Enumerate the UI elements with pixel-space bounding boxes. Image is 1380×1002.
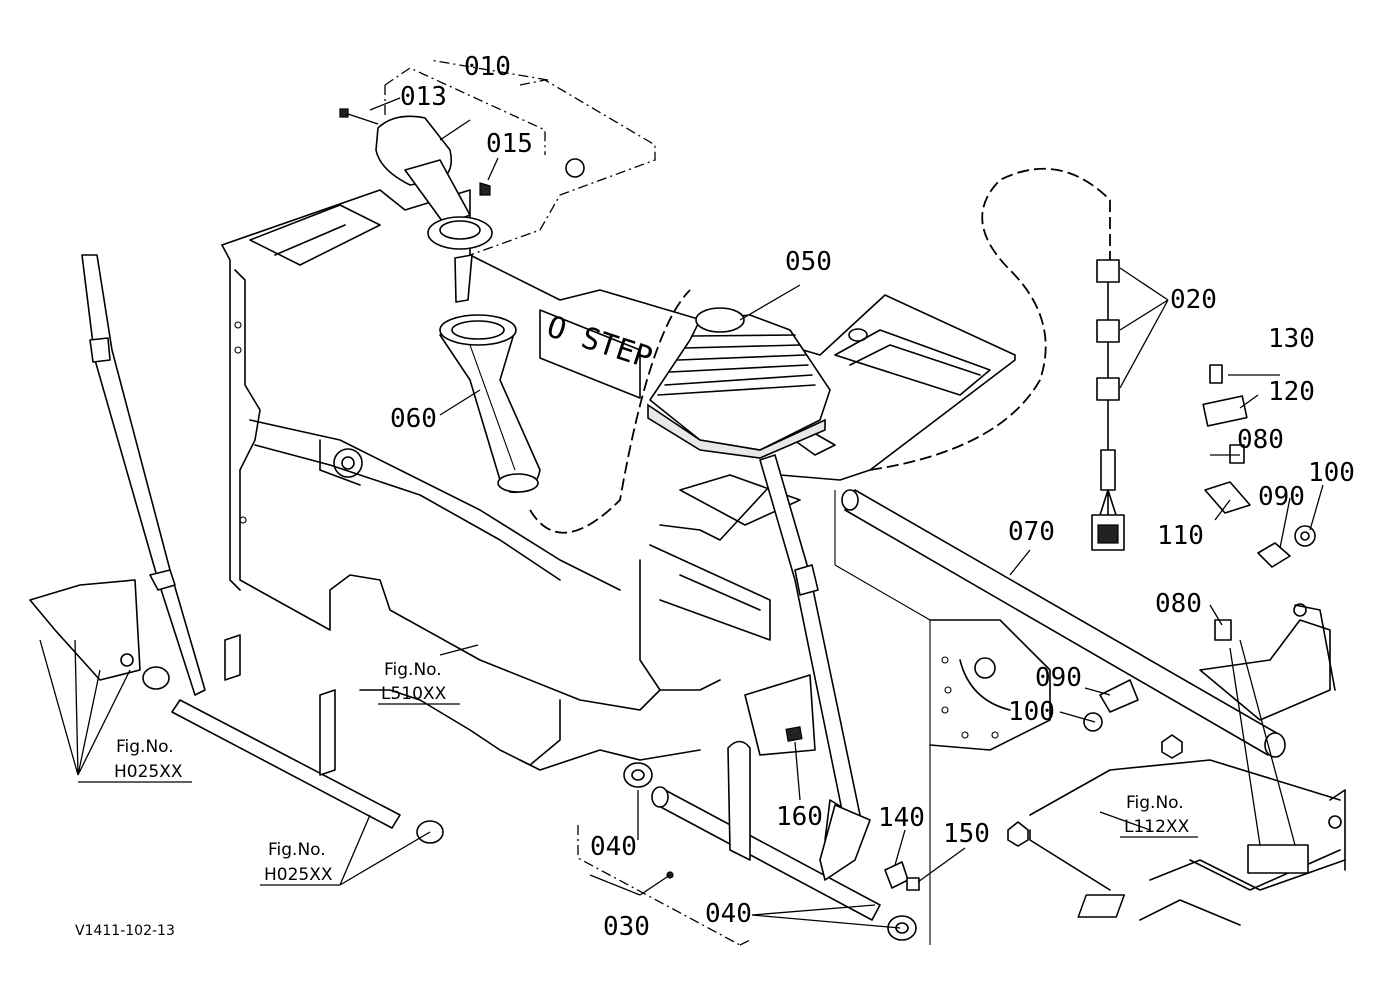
callout-070: 070 xyxy=(1008,517,1055,547)
callout-020: 020 xyxy=(1170,285,1217,315)
callout-013: 013 xyxy=(400,82,447,112)
part-020-wire-harness xyxy=(869,167,1125,551)
fig-ref-l510: Fig.No. L510XX xyxy=(378,660,460,705)
cable-shift-boot xyxy=(529,289,691,534)
switch-bracket-parts xyxy=(1083,364,1316,732)
drawing-number: V1411-102-13 xyxy=(75,923,175,939)
callout-090-lower: 090 xyxy=(1035,663,1082,693)
callout-080-upper: 080 xyxy=(1237,425,1284,455)
fig-ref-l510-label: Fig.No. xyxy=(384,660,442,680)
fig-ref-h025-bottom: Fig.No. H025XX xyxy=(260,840,340,886)
callout-010: 010 xyxy=(464,52,511,82)
leader-lines xyxy=(39,97,1324,929)
callout-labels: 010 013 015 020 030 040 040 050 060 070 … xyxy=(390,52,1355,942)
fig-ref-l112: Fig.No. L112XX xyxy=(1120,793,1198,838)
callout-050: 050 xyxy=(785,247,832,277)
callout-060: 060 xyxy=(390,404,437,434)
group-line-070 xyxy=(834,490,931,945)
group-box-030 xyxy=(577,825,751,946)
parts-140-150 xyxy=(884,734,1183,891)
step-plate: O STEP xyxy=(221,59,1016,591)
fig-ref-l112-label: Fig.No. xyxy=(1126,793,1184,813)
part-010-shift-knob-assembly xyxy=(339,67,546,303)
callout-100-lower: 100 xyxy=(1008,697,1055,727)
part-030-pedal-shaft xyxy=(651,454,881,921)
callout-080-lower: 080 xyxy=(1155,589,1202,619)
callout-130: 130 xyxy=(1268,324,1315,354)
callout-100-upper: 100 xyxy=(1308,458,1355,488)
callout-030: 030 xyxy=(603,912,650,942)
callout-015: 015 xyxy=(486,129,533,159)
part-070-shaft xyxy=(841,489,1336,758)
fig-ref-l510-code: L510XX xyxy=(381,684,447,704)
frame-body xyxy=(234,269,771,771)
callout-110: 110 xyxy=(1157,521,1204,551)
callout-120: 120 xyxy=(1268,377,1315,407)
callout-150: 150 xyxy=(943,819,990,849)
fig-ref-h025-bottom-label: Fig.No. xyxy=(268,840,326,860)
fig-ref-h025-bottom-code: H025XX xyxy=(264,865,333,885)
fig-ref-l112-code: L112XX xyxy=(1124,817,1190,837)
right-frame-plate xyxy=(929,619,1051,751)
screw-013 xyxy=(344,112,379,125)
lower-right-frame xyxy=(1029,759,1346,926)
callout-160: 160 xyxy=(776,802,823,832)
left-lever-shaft xyxy=(29,254,401,829)
callout-090-upper: 090 xyxy=(1258,482,1305,512)
part-060-boot xyxy=(439,314,541,494)
callout-040-lower: 040 xyxy=(705,899,752,929)
callout-140: 140 xyxy=(878,803,925,833)
fig-ref-h025-left-label: Fig.No. xyxy=(116,737,174,757)
fig-ref-h025-left-code: H025XX xyxy=(114,762,183,782)
part-050-bellows xyxy=(647,307,831,459)
fig-ref-h025-left: Fig.No. H025XX xyxy=(78,737,192,783)
callout-040-upper: 040 xyxy=(590,832,637,862)
